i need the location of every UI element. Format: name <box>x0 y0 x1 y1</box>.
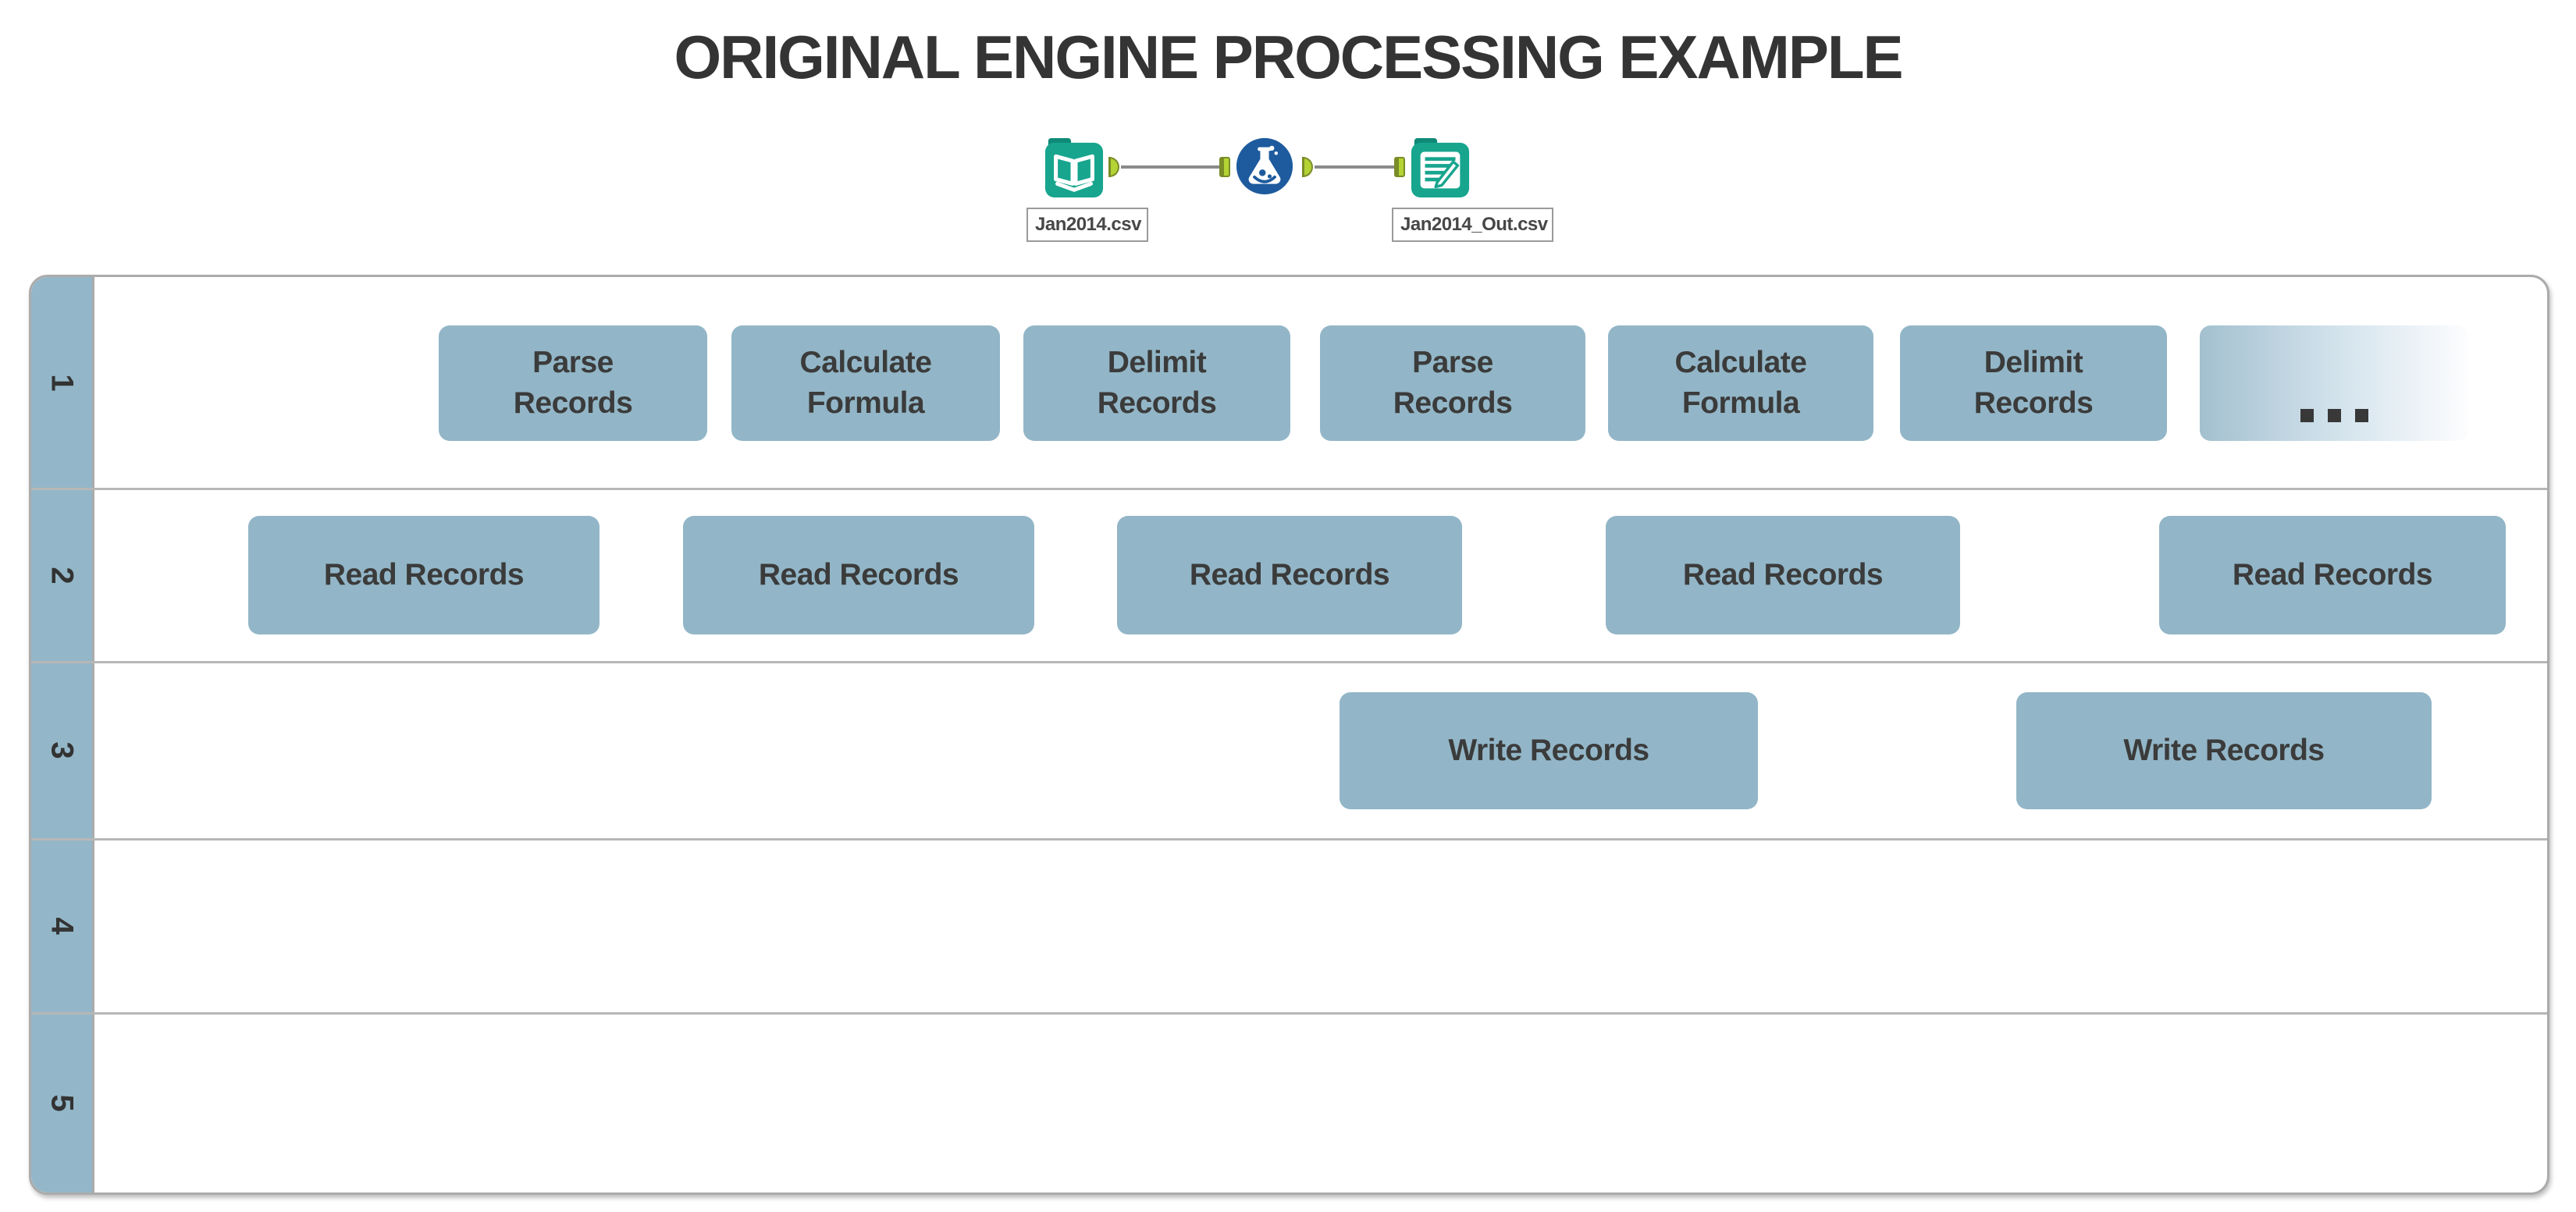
lane-number-4: 4 <box>31 839 92 1013</box>
lane-number-text: 3 <box>44 741 80 759</box>
lane-number-text: 5 <box>44 1093 80 1112</box>
process-box-read-records: Read Records <box>248 516 600 634</box>
process-box-read-records: Read Records <box>1117 516 1462 634</box>
ellipsis-box <box>2200 325 2468 441</box>
lane-number-3: 3 <box>31 662 92 839</box>
process-box-delimit-records: Delimit Records <box>1023 325 1290 441</box>
process-box-delimit-records: Delimit Records <box>1900 325 2167 441</box>
input-anchor-icon <box>1219 157 1230 177</box>
input-anchor-icon <box>1394 157 1405 177</box>
lane-separator <box>31 837 2547 841</box>
lane-header-column <box>31 277 94 1192</box>
lane-separator <box>31 487 2547 490</box>
lane-number-1: 1 <box>31 277 92 489</box>
process-box-read-records: Read Records <box>683 516 1034 634</box>
workflow-diagram: Jan2014.csv Jan2014_Out.csv <box>0 0 2576 258</box>
lane-number-5: 5 <box>31 1013 92 1192</box>
process-box-calculate-formula: Calculate Formula <box>1608 325 1873 441</box>
lab-flask-tool-icon <box>1236 137 1293 195</box>
lane-separator <box>31 1011 2547 1015</box>
lane-number-2: 2 <box>31 489 92 662</box>
lane-number-text: 2 <box>44 566 80 585</box>
process-box-calculate-formula: Calculate Formula <box>731 325 1000 441</box>
process-box-write-records: Write Records <box>1340 691 1758 809</box>
output-anchor-icon <box>1108 157 1119 177</box>
input-file-label: Jan2014.csv <box>1026 208 1148 242</box>
lane-number-text: 4 <box>44 917 80 935</box>
input-data-tool-icon <box>1044 137 1104 198</box>
ellipsis-dot <box>2354 408 2368 422</box>
process-box-read-records: Read Records <box>2159 516 2506 634</box>
output-anchor-icon <box>1302 157 1313 177</box>
connector-wire <box>1121 165 1219 169</box>
page-title: ORIGINAL ENGINE PROCESSING EXAMPLE <box>674 23 1903 91</box>
output-file-label: Jan2014_Out.csv <box>1392 208 1553 242</box>
ellipsis-dot <box>2327 408 2341 422</box>
process-box-parse-records: Parse Records <box>1320 325 1585 441</box>
lane-separator <box>31 660 2547 663</box>
lane-number-text: 1 <box>44 374 80 392</box>
output-data-tool-icon <box>1411 137 1470 198</box>
process-box-parse-records: Parse Records <box>439 325 707 441</box>
process-box-read-records: Read Records <box>1606 516 1960 634</box>
ellipsis-dot <box>2300 408 2314 422</box>
ellipsis-dots <box>2200 408 2468 422</box>
connector-wire <box>1315 165 1394 169</box>
process-box-write-records: Write Records <box>2016 691 2432 809</box>
